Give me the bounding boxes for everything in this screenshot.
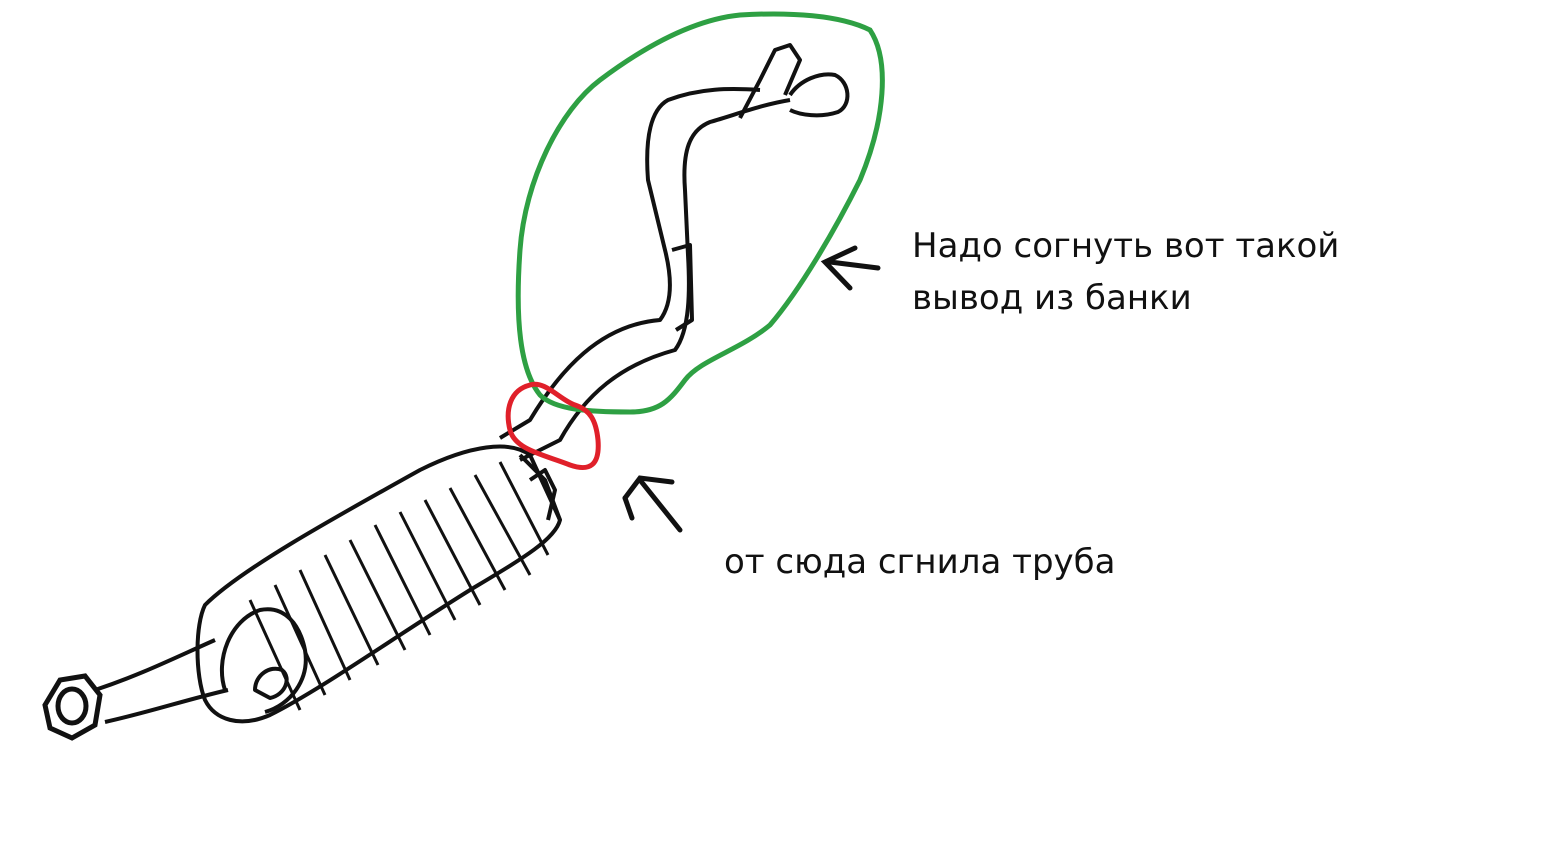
bend-region-outline [515, 11, 885, 415]
rust-annotation: от сюда сгнила труба [724, 542, 1116, 582]
outlet-pipe [498, 43, 850, 462]
arrow-icon [820, 245, 881, 291]
muffler [195, 444, 562, 724]
bend-annotation-line1: Надо согнуть вот такой [912, 226, 1340, 266]
bend-annotation: Надо согнуть вот такой вывод из банки [912, 220, 1339, 324]
rust-region-outline [505, 381, 601, 471]
bend-annotation-line2: вывод из банки [912, 278, 1192, 318]
inlet-flange [42, 673, 103, 741]
inlet-pipe [94, 638, 229, 724]
arrow-icon [622, 475, 683, 533]
